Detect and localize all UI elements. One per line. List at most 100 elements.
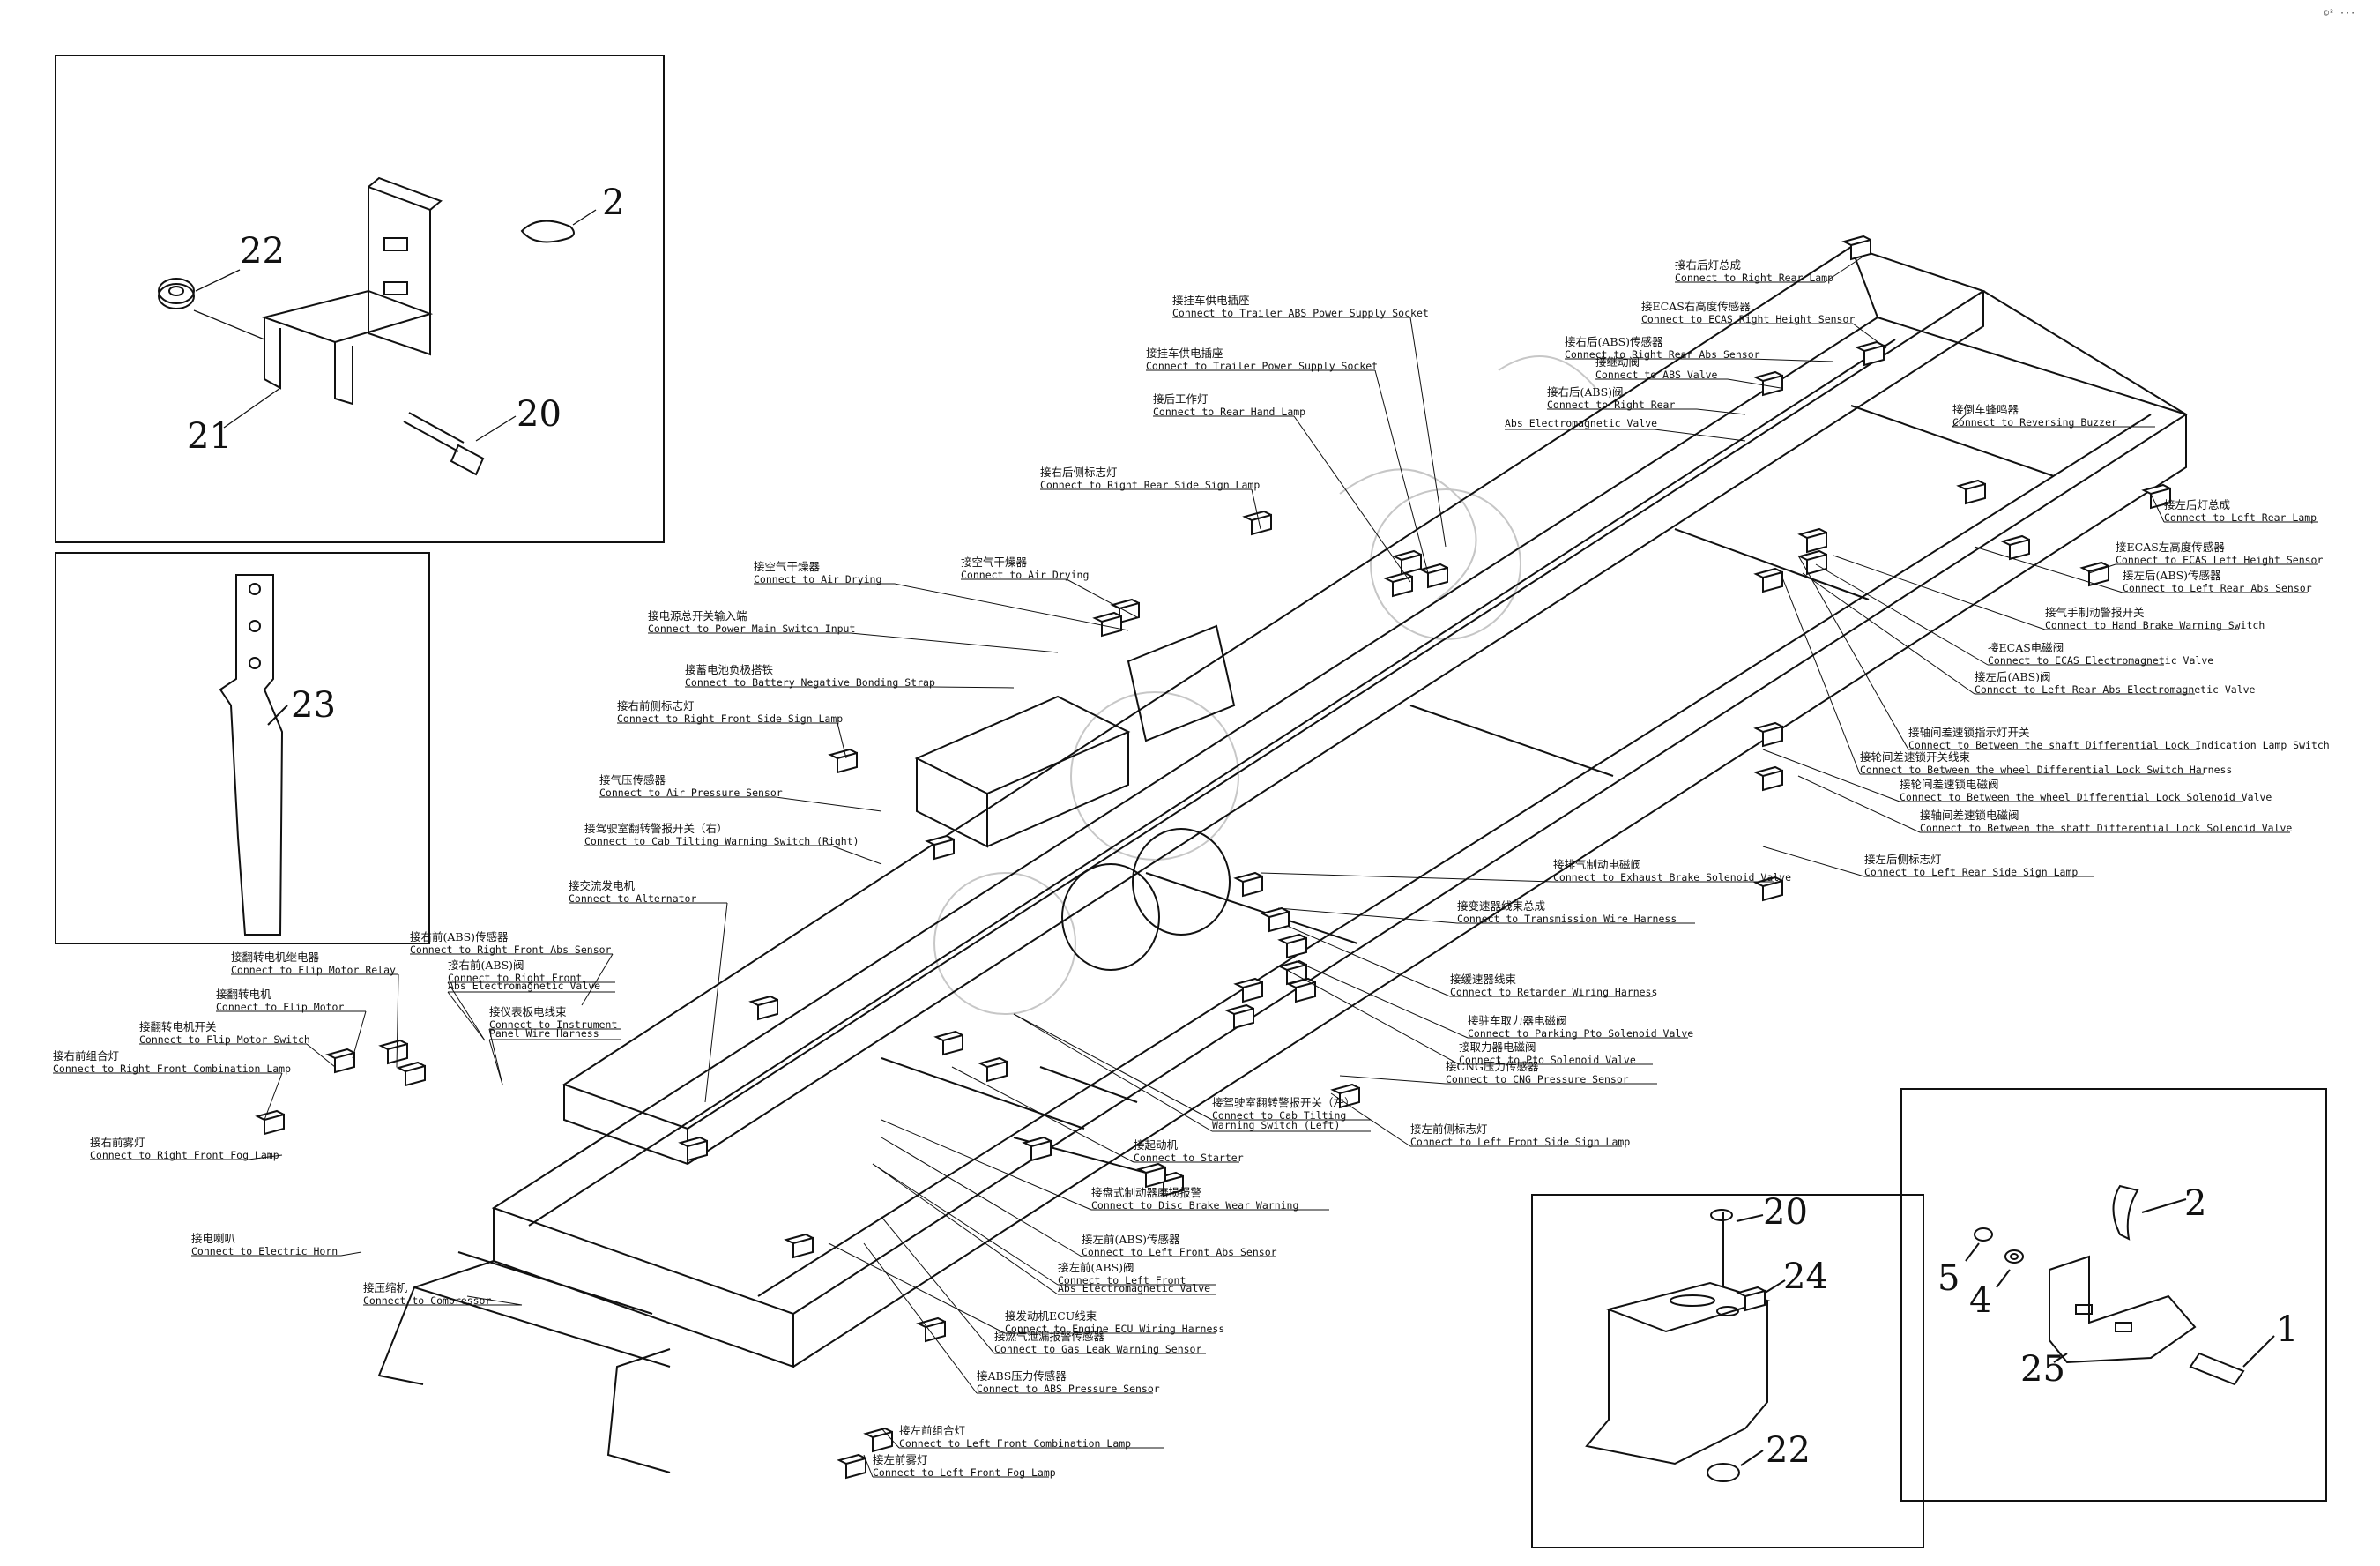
callout-label-en: Connect to Hand Brake Warning Switch [2045, 619, 2265, 631]
connector-block [933, 1030, 963, 1056]
leader-line [1251, 488, 1261, 530]
callout-label-en: Connect to Left Front Combination Lamp [899, 1437, 1132, 1450]
leader-line [881, 1137, 1082, 1257]
callout-label-en: Warning Switch (Left) [1212, 1119, 1341, 1131]
callout-label: 接驾驶室翻转警报开关（右）Connect to Cab Tilting Warn… [584, 822, 859, 848]
callout-label-en: Connect to Right Front Side Sign Lamp [617, 712, 844, 725]
connector-block [2000, 534, 2030, 561]
connector-block [396, 1061, 426, 1087]
callout-label-cn: 接轴间差速锁电磁阀 [1920, 809, 2019, 822]
callout-label-cn: 接翻转电机 [216, 988, 271, 1001]
leader-line [1727, 378, 1781, 389]
callout-label: 接驾驶室翻转警报开关（左）Connect to Cab Tilting [1212, 1097, 1356, 1122]
callout-label-cn: 接左前侧标志灯 [1410, 1122, 1488, 1136]
callout-label-cn: 接燃气泄漏报警传感器 [994, 1330, 1105, 1343]
leader-line [1013, 1013, 1213, 1121]
part-number-23: 23 [291, 685, 336, 726]
part-number-22: 22 [240, 231, 285, 272]
part-number-20b: 20 [1763, 1192, 1808, 1233]
leader-line [1815, 563, 1989, 666]
inset-frame-mid-left [55, 552, 430, 944]
leader-line [872, 1163, 1059, 1295]
part-number-22b: 22 [1766, 1430, 1811, 1471]
leader-line [1277, 907, 1458, 924]
leader-line [1952, 414, 1967, 428]
callout-label-cn: 接交流发电机 [569, 879, 636, 892]
callout-label-en: Connect to Right Rear Side Sign Lamp [1040, 479, 1261, 491]
callout-label-cn: 接左前雾灯 [873, 1453, 928, 1466]
connector-block [255, 1109, 285, 1136]
connector-block [1956, 479, 1986, 505]
callout-label-en: Connect to Rear Hand Lamp [1153, 406, 1306, 418]
leader-line [2150, 493, 2165, 523]
callout-label-en: Connect to Compressor [363, 1294, 492, 1307]
leader-line [1974, 546, 2123, 593]
callout-label-cn: 接挂车供电插座 [1146, 347, 1223, 360]
callout-label-cn: 接CNG压力传感器 [1446, 1060, 1539, 1073]
part-number-4: 4 [1969, 1280, 1992, 1321]
callout-label-en: Connect to Air Drying [754, 573, 882, 585]
callout-label: Abs Electromagnetic Valve [1058, 1282, 1210, 1294]
callout-label-en: Connect to Instrument [489, 1018, 618, 1031]
connector-block [1286, 977, 1316, 1003]
connector-block [1753, 721, 1783, 748]
callout-label: Panel Wire Harness [489, 1027, 599, 1040]
connector-block [828, 748, 858, 774]
callout-label-cn: 接气手制动警报开关 [2045, 606, 2145, 619]
connector-block [378, 1039, 408, 1065]
callout-label-cn: 接右前组合灯 [53, 1049, 120, 1063]
connector-block [1224, 1003, 1254, 1030]
callout-label-en: Connect to Trailer ABS Power Supply Sock… [1172, 307, 1429, 319]
callout-label-en: Connect to Between the shaft Differentia… [1908, 739, 2330, 751]
callout-label-cn: 接左后(ABS)阀 [1975, 670, 2051, 683]
callout-label-en: Connect to Electric Horn [191, 1245, 338, 1257]
callout-label-en: Connect to Air Drying [961, 569, 1090, 581]
callout-label-cn: 接发动机ECU线束 [1005, 1309, 1097, 1323]
callout-label-cn: 接盘式制动器磨损报警 [1091, 1186, 1202, 1199]
leader-line [775, 796, 882, 812]
leader-line [447, 991, 486, 1041]
callout-label-cn: 接右后(ABS)传感器 [1565, 335, 1663, 348]
leader-line [1797, 555, 1909, 750]
callout-label-en: Connect to Between the wheel Differentia… [1860, 764, 2233, 776]
leader-line [1824, 255, 1865, 283]
leader-line [881, 1119, 1092, 1211]
callout-label-cn: 接ECAS右高度传感器 [1641, 300, 1751, 313]
callout-label-en: Connect to Left Rear Abs Electromagnetic… [1975, 683, 2256, 696]
callout-label-cn: 接缓速器线束 [1450, 973, 1517, 986]
callout-label-cn: 接左前(ABS)阀 [1058, 1261, 1134, 1274]
callout-label-en: Connect to Left Front Side Sign Lamp [1410, 1136, 1631, 1148]
connector-block [1797, 527, 1827, 554]
leader-line [837, 722, 847, 759]
bracket-24-drawing [1585, 1209, 1786, 1482]
callout-label-en: Connect to Trailer Power Supply Socket [1146, 360, 1379, 372]
callout-label-cn: 接气压传感器 [599, 773, 666, 787]
corner-mark: ©² ··· [2324, 9, 2356, 19]
callout-label-cn: 接排气制动电磁阀 [1553, 858, 1642, 871]
callout-label-cn: 接左后侧标志灯 [1864, 853, 1942, 866]
leader-line [352, 1010, 367, 1059]
callout-label-en: Connect to Pto Solenoid Valve [1459, 1054, 1636, 1066]
callout-label-cn: 接电喇叭 [191, 1232, 236, 1245]
components [377, 624, 1236, 1473]
callout-label-cn: 接挂车供电插座 [1172, 294, 1250, 307]
callout-label-cn: 接驾驶室翻转警报开关（右） [584, 822, 728, 835]
